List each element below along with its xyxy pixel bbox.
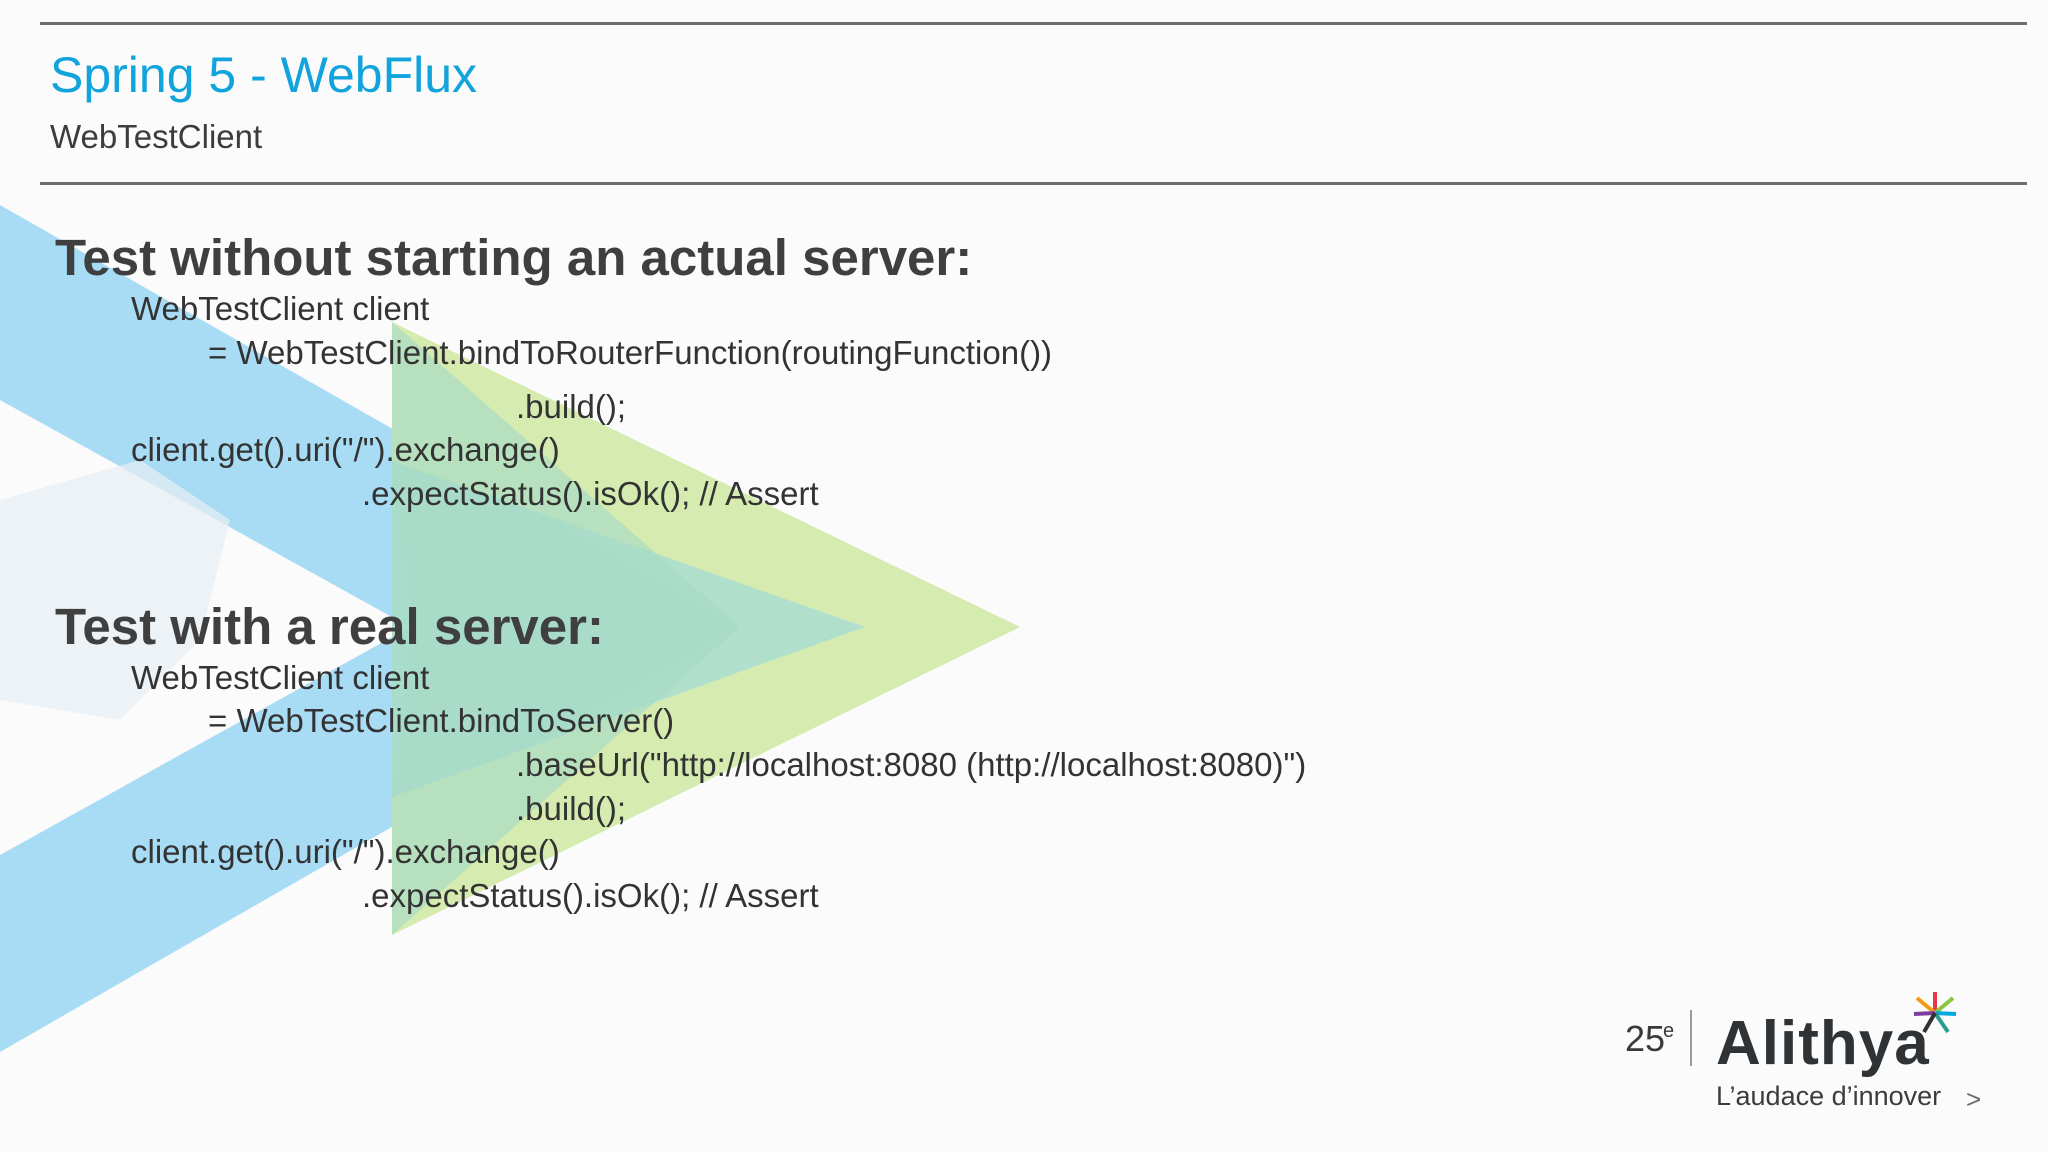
next-slide-arrow[interactable]: > [1966, 1084, 1982, 1114]
slide-title: Spring 5 - WebFlux [50, 47, 478, 103]
code-line: WebTestClient client [131, 659, 430, 696]
brand-tagline: L’audace d’innover [1716, 1081, 1942, 1111]
code-line: WebTestClient client [131, 290, 430, 327]
section-heading-no-server: Test without starting an actual server: [55, 229, 973, 286]
code-line: .expectStatus().isOk(); // Assert [362, 475, 819, 512]
chevron-overlap-shape [392, 322, 740, 935]
starburst-icon [1913, 992, 1957, 1034]
code-line: client.get().uri("/").exchange() [131, 431, 560, 468]
code-line: client.get().uri("/").exchange() [131, 833, 560, 870]
header-divider [40, 182, 2027, 185]
section-heading-real-server: Test with a real server: [55, 598, 604, 655]
top-divider [40, 22, 2027, 25]
slide-subtitle: WebTestClient [50, 118, 263, 155]
anniversary-number: 25 [1625, 1018, 1666, 1059]
code-line: .build(); [516, 388, 627, 425]
brand-name: Alithya [1716, 1009, 1930, 1078]
code-line: = WebTestClient.bindToServer() [208, 702, 675, 739]
code-line: = WebTestClient.bindToRouterFunction(rou… [208, 334, 1053, 371]
code-line: .expectStatus().isOk(); // Assert [362, 877, 819, 914]
world-map-texture [0, 460, 230, 720]
code-line: .baseUrl("http://localhost:8080 (http://… [516, 746, 1307, 783]
anniversary-suffix: e [1663, 1020, 1675, 1042]
code-line: .build(); [516, 790, 627, 827]
blue-chevron-shape [0, 205, 740, 1052]
logo-divider [1690, 1010, 1692, 1066]
